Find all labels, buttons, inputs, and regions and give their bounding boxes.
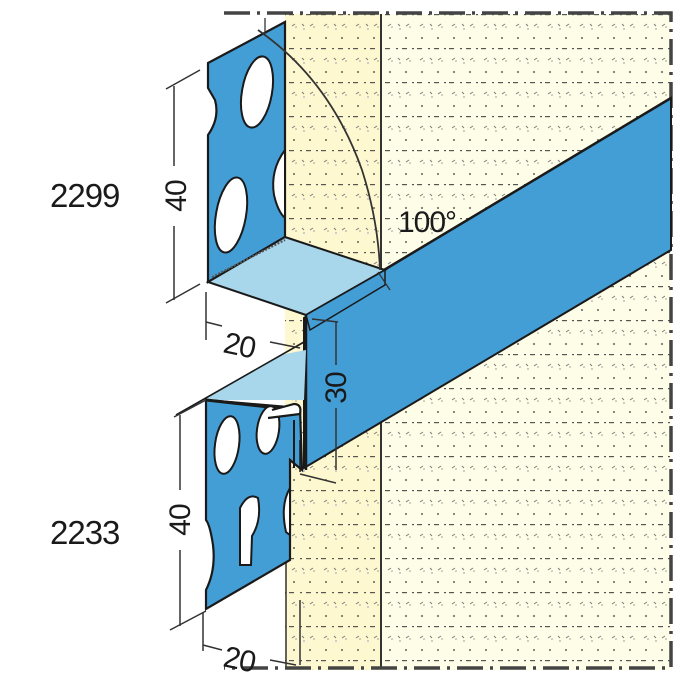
dimensions-2233 [169, 399, 301, 666]
profile-2233-label: 2233 [50, 514, 119, 551]
profile-2233 [175, 341, 306, 611]
angle-label: 100° [398, 206, 456, 239]
perforation-hole [282, 484, 291, 537]
perforation-hole [213, 415, 241, 475]
dimensions-2299 [165, 69, 301, 349]
profile-2233-height-dim: 40 [164, 504, 197, 536]
angle-annotation: 100° [257, 18, 457, 291]
profile-2233-flange [176, 350, 306, 415]
profile-2299 [205, 20, 388, 470]
perforation-hole [213, 176, 249, 254]
profile-2299-height-dim: 40 [160, 180, 193, 212]
plaster-wall [285, 14, 671, 670]
slot-hole [239, 495, 261, 566]
dimension-30 [299, 318, 339, 484]
profile-2299-nose [305, 268, 386, 332]
perforation-hole [272, 146, 286, 221]
section-border [224, 11, 673, 670]
perforation-hole [239, 55, 275, 129]
bead-clip [267, 402, 302, 420]
profile-2233-face-dim: 30 [320, 372, 353, 404]
profile-2299-label: 2299 [50, 177, 119, 214]
profile-2299-band [303, 96, 672, 470]
profile-2233-width-dim: 20 [221, 641, 259, 680]
profile-2299-width-dim: 20 [221, 327, 259, 366]
